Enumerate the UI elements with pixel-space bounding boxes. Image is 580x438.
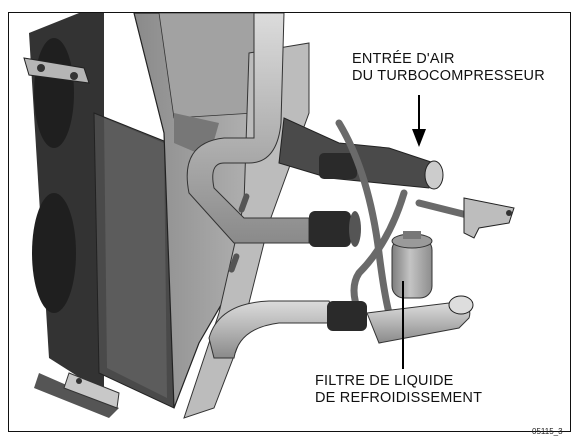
radiator-core xyxy=(93,112,175,409)
figure-id: 05115_3 xyxy=(532,427,563,436)
right-bracket xyxy=(463,197,515,239)
coolant-filter-line2: DE REFROIDISSEMENT xyxy=(315,390,483,406)
air-intake-line1: ENTRÉE D'AIR xyxy=(352,51,455,67)
coolant-filter-callout: FILTRE DE LIQUIDE DE REFROIDISSEMENT xyxy=(315,373,482,407)
figure-frame: ENTRÉE D'AIR DU TURBOCOMPRESSEUR FILTRE … xyxy=(8,12,571,432)
top-left-bracket xyxy=(23,57,90,84)
bottom-bracket xyxy=(63,372,120,409)
air-intake-leader xyxy=(412,95,426,147)
air-intake-line2: DU TURBOCOMPRESSEUR xyxy=(352,68,545,84)
upper-coolant-pipe xyxy=(186,13,361,247)
air-intake-callout: ENTRÉE D'AIR DU TURBOCOMPRESSEUR xyxy=(352,51,545,85)
coolant-filter-line1: FILTRE DE LIQUIDE xyxy=(315,373,454,389)
coolant-filter xyxy=(391,231,433,299)
lower-coolant-pipe xyxy=(208,295,474,359)
engine-cooling-illustration xyxy=(23,13,515,419)
